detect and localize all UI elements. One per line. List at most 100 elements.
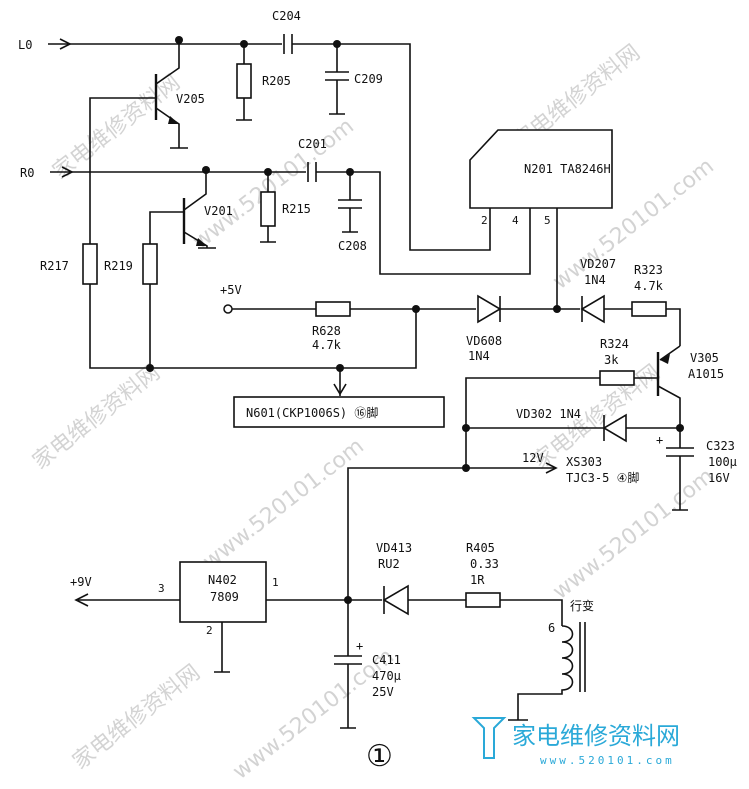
ic-n201-pin2: 2 [481, 214, 488, 227]
flyback-transformer-coil [508, 622, 586, 721]
ic-n402-part: 7809 [210, 590, 239, 604]
input-r0-label: R0 [20, 166, 34, 180]
c411-plus: + [356, 639, 363, 653]
watermark-url: www.520101.com [198, 434, 369, 575]
capacitor-c209 [325, 44, 349, 115]
vd207-value: 1N4 [584, 273, 606, 287]
brand-logo: 家电维修资料网 www.520101.com [471, 717, 680, 767]
c323-plus: + [656, 433, 663, 447]
resistor-r205 [236, 63, 252, 99]
capacitor-c204 [283, 34, 293, 54]
diode-vd413 [382, 584, 409, 616]
r405-name: R405 [466, 541, 495, 555]
r628-value: 4.7k [312, 338, 342, 352]
resistor-r628 [315, 301, 351, 317]
wire [408, 599, 563, 626]
r324-name: R324 [600, 337, 629, 351]
c209-label: C209 [354, 72, 383, 86]
junction-dot [146, 364, 154, 372]
c323-value2: 16V [708, 471, 730, 485]
xs303-line1: XS303 [566, 455, 602, 469]
ground-symbol [260, 226, 276, 243]
ground-symbol [236, 98, 252, 121]
diode-vd207 [580, 294, 605, 324]
ic-n402-pin3: 3 [158, 582, 165, 595]
v205-label: V205 [176, 92, 205, 106]
arrow-icon [545, 462, 558, 474]
left-channel: L0 C204 R205 C209 V205 [18, 9, 491, 251]
r217-label: R217 [40, 259, 69, 273]
r219-label: R219 [104, 259, 133, 273]
ic-n402-pin1: 1 [272, 576, 279, 589]
r324-value: 3k [604, 353, 619, 367]
c323-name: C323 [706, 439, 735, 453]
resistor-r324 [599, 370, 635, 386]
ic-n201 [469, 129, 613, 209]
capacitor-c323 [666, 428, 694, 511]
wire [604, 308, 681, 346]
brand-mark-icon [471, 717, 507, 759]
watermark-cn: 家电维修资料网 [48, 70, 185, 185]
wire [316, 171, 531, 275]
arrow-icon [333, 383, 347, 396]
c411-value1: 470μ [372, 669, 401, 683]
diode-vd608 [477, 294, 502, 324]
transistor-v205 [89, 40, 188, 244]
r405-value1: 0.33 [470, 557, 499, 571]
c208-label: C208 [338, 239, 367, 253]
r628-name: R628 [312, 324, 341, 338]
resistor-r219 [142, 243, 158, 285]
vd302-label: VD302 1N4 [516, 407, 581, 421]
transformer-pin6: 6 [548, 621, 555, 635]
wire [347, 467, 556, 600]
transistor-v305 [634, 345, 681, 428]
terminal-5v [223, 304, 233, 314]
watermark-cn: 家电维修资料网 [68, 660, 205, 775]
figure-number: ① [366, 739, 393, 774]
ic-pins [489, 208, 558, 232]
ic-n402-pin2: 2 [206, 624, 213, 637]
c323-value1: 100μ [708, 455, 737, 469]
brand-url: www.520101.com [540, 754, 675, 767]
ground-symbol [214, 622, 230, 673]
n601-box [233, 396, 445, 428]
wire [89, 284, 417, 369]
r323-name: R323 [634, 263, 663, 277]
v201-label: V201 [204, 204, 233, 218]
wire [465, 377, 600, 468]
brand-name: 家电维修资料网 [512, 722, 680, 750]
resistor-r215 [260, 191, 276, 227]
r323-value: 4.7k [634, 279, 664, 293]
resistor-r217 [82, 243, 98, 285]
arrow-icon [74, 593, 89, 607]
junction-dot [412, 305, 420, 313]
c201-label: C201 [298, 137, 327, 151]
n601-label: N601(CKP1006S) ⑯脚 [246, 405, 378, 420]
diode-vd302 [602, 413, 627, 443]
ic-n201-pin5: 5 [544, 214, 551, 227]
vd413-name: VD413 [376, 541, 412, 555]
transistor-v201 [149, 170, 216, 249]
resistor-r405 [465, 592, 501, 608]
plus5v-label: +5V [220, 283, 242, 297]
v305-name: V305 [690, 351, 719, 365]
v12-label: 12V [522, 451, 544, 465]
plus9v-label: +9V [70, 575, 92, 589]
c411-value2: 25V [372, 685, 394, 699]
transformer-label: 行变 [570, 598, 594, 613]
ic-n402-name: N402 [208, 573, 237, 587]
input-l0-label: L0 [18, 38, 32, 52]
ic-n402 [179, 561, 267, 623]
vd608-value: 1N4 [468, 349, 490, 363]
vd207-name: VD207 [580, 257, 616, 271]
xs303-line2: TJC3-5 ④脚 [566, 470, 639, 485]
capacitor-c208 [338, 172, 362, 233]
arrow-icon [61, 166, 74, 178]
right-channel: R0 C201 R215 C208 V201 [20, 137, 531, 275]
c204-label: C204 [272, 9, 301, 23]
r405-value2: 1R [470, 573, 485, 587]
watermark-cn: 家电维修资料网 [28, 360, 165, 475]
vd608-name: VD608 [466, 334, 502, 348]
capacitor-c411 [334, 600, 362, 729]
